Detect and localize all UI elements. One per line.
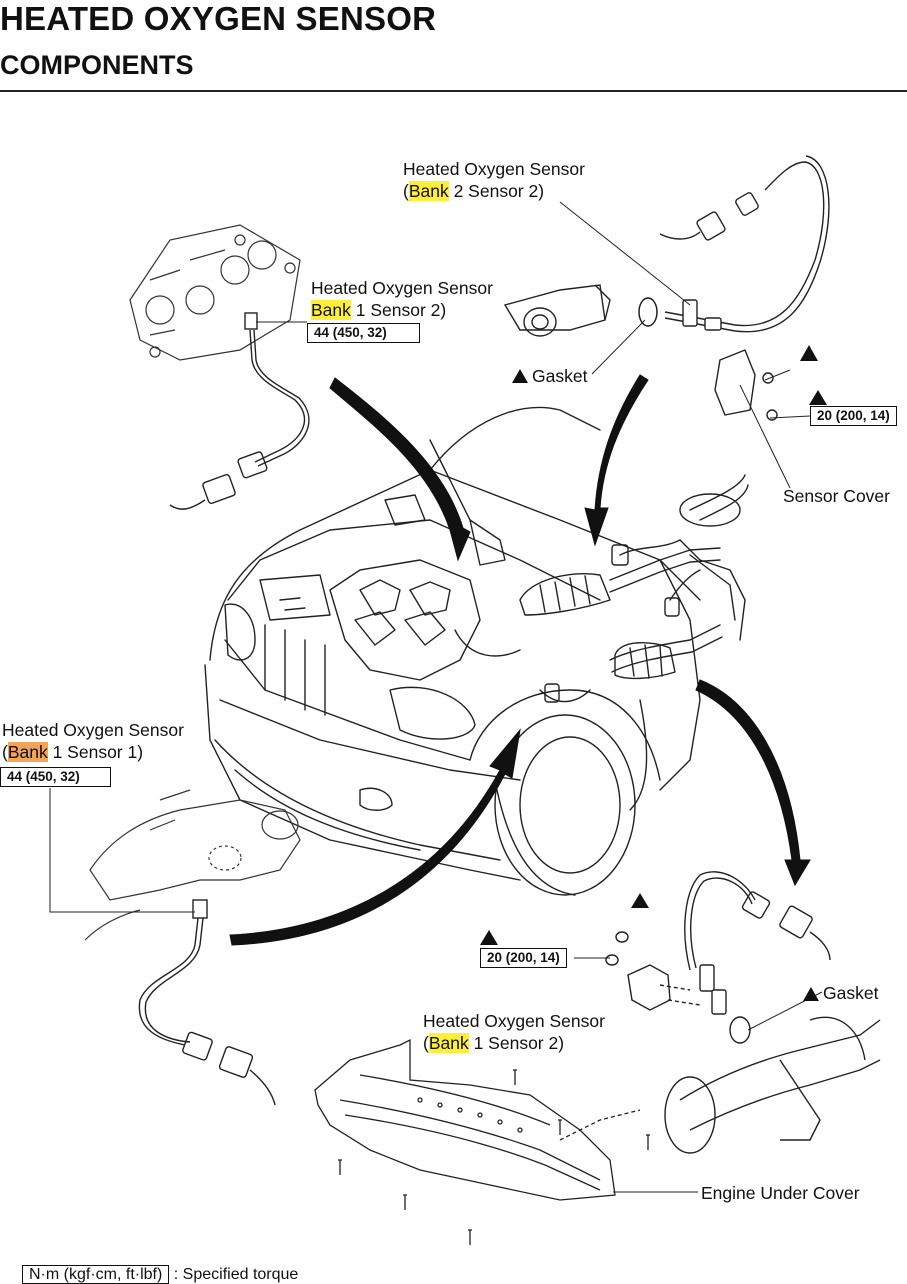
gasket-top-part <box>638 297 658 327</box>
curved-arrows <box>229 374 811 946</box>
label-rest: 1 Sensor 1) <box>47 742 144 762</box>
sensor-b1s2-rear-assembly <box>605 871 881 1154</box>
exhaust-manifold-front <box>84 789 301 941</box>
label-b1s1-line1: Heated Oxygen Sensor <box>2 720 184 740</box>
label-b1s1-line2: (Bank 1 Sensor 1) <box>2 741 184 763</box>
torque-b1s1: 44 (450, 32) <box>0 767 111 787</box>
label-rest: 1 Sensor 2) <box>350 300 447 320</box>
label-b1s2-bottom-line2: (Bank 1 Sensor 2) <box>423 1032 605 1054</box>
bank-highlight: Bank <box>408 181 449 201</box>
label-gasket-top: Gasket <box>532 366 588 386</box>
sensor-b1s2-top <box>169 312 310 510</box>
label-b1s2-bottom: Heated Oxygen Sensor (Bank 1 Sensor 2) <box>423 1010 605 1054</box>
leader-lines <box>49 201 823 1193</box>
black-triangle-icon <box>480 930 498 945</box>
black-triangle-icon <box>800 345 818 361</box>
black-triangle-icon <box>809 390 827 405</box>
label-sensor-cover: Sensor Cover <box>783 486 890 506</box>
label-b1s2-top-line1: Heated Oxygen Sensor <box>311 278 493 298</box>
engine-under-cover-part <box>314 1038 650 1245</box>
black-triangle-icon <box>803 987 819 1001</box>
bank-highlight: Bank <box>428 1033 469 1053</box>
legend-description: : Specified torque <box>173 1266 299 1283</box>
label-b1s1: Heated Oxygen Sensor (Bank 1 Sensor 1) <box>2 719 184 763</box>
black-triangle-icon <box>480 345 827 1001</box>
torque-legend: N·m (kgf·cm, ft·lbf) : Specified torque <box>22 1265 299 1284</box>
label-b1s2-bottom-line1: Heated Oxygen Sensor <box>423 1011 605 1031</box>
paren-open: ( <box>423 1033 429 1053</box>
black-triangle-icon <box>631 893 649 908</box>
black-triangle-icon <box>512 369 528 383</box>
section-subtitle: COMPONENTS <box>0 50 194 80</box>
label-b1s2-top-line2: Bank 1 Sensor 2) <box>311 299 493 321</box>
label-rest: 2 Sensor 2) <box>448 181 545 201</box>
label-b2s2-line2: (Bank 2 Sensor 2) <box>403 180 585 202</box>
bank-highlight-active: Bank <box>7 742 48 762</box>
paren-open: ( <box>403 181 409 201</box>
exhaust-manifold-bank1 <box>129 224 301 361</box>
torque-rear-nuts: 20 (200, 14) <box>480 948 567 968</box>
label-b2s2: Heated Oxygen Sensor (Bank 2 Sensor 2) <box>403 158 585 202</box>
vehicle-drawing <box>204 406 749 896</box>
title-rule <box>0 90 907 92</box>
label-rest: 1 Sensor 2) <box>468 1033 565 1053</box>
sensor-b1s1 <box>138 899 276 1106</box>
label-gasket-bottom: Gasket <box>823 983 879 1003</box>
torque-sensor-cover: 20 (200, 14) <box>810 406 897 426</box>
torque-b1s2-top: 44 (450, 32) <box>307 323 420 343</box>
page-title: HEATED OXYGEN SENSOR <box>0 0 437 37</box>
label-engine-under-cover: Engine Under Cover <box>701 1183 860 1203</box>
legend-unit-box: N·m (kgf·cm, ft·lbf) <box>22 1265 170 1284</box>
sensor-b2s2-assembly <box>503 155 830 421</box>
label-b2s2-line1: Heated Oxygen Sensor <box>403 159 585 179</box>
bank-highlight: Bank <box>311 300 351 320</box>
paren-open: ( <box>2 742 8 762</box>
label-b1s2-top: Heated Oxygen Sensor Bank 1 Sensor 2) <box>311 277 493 321</box>
